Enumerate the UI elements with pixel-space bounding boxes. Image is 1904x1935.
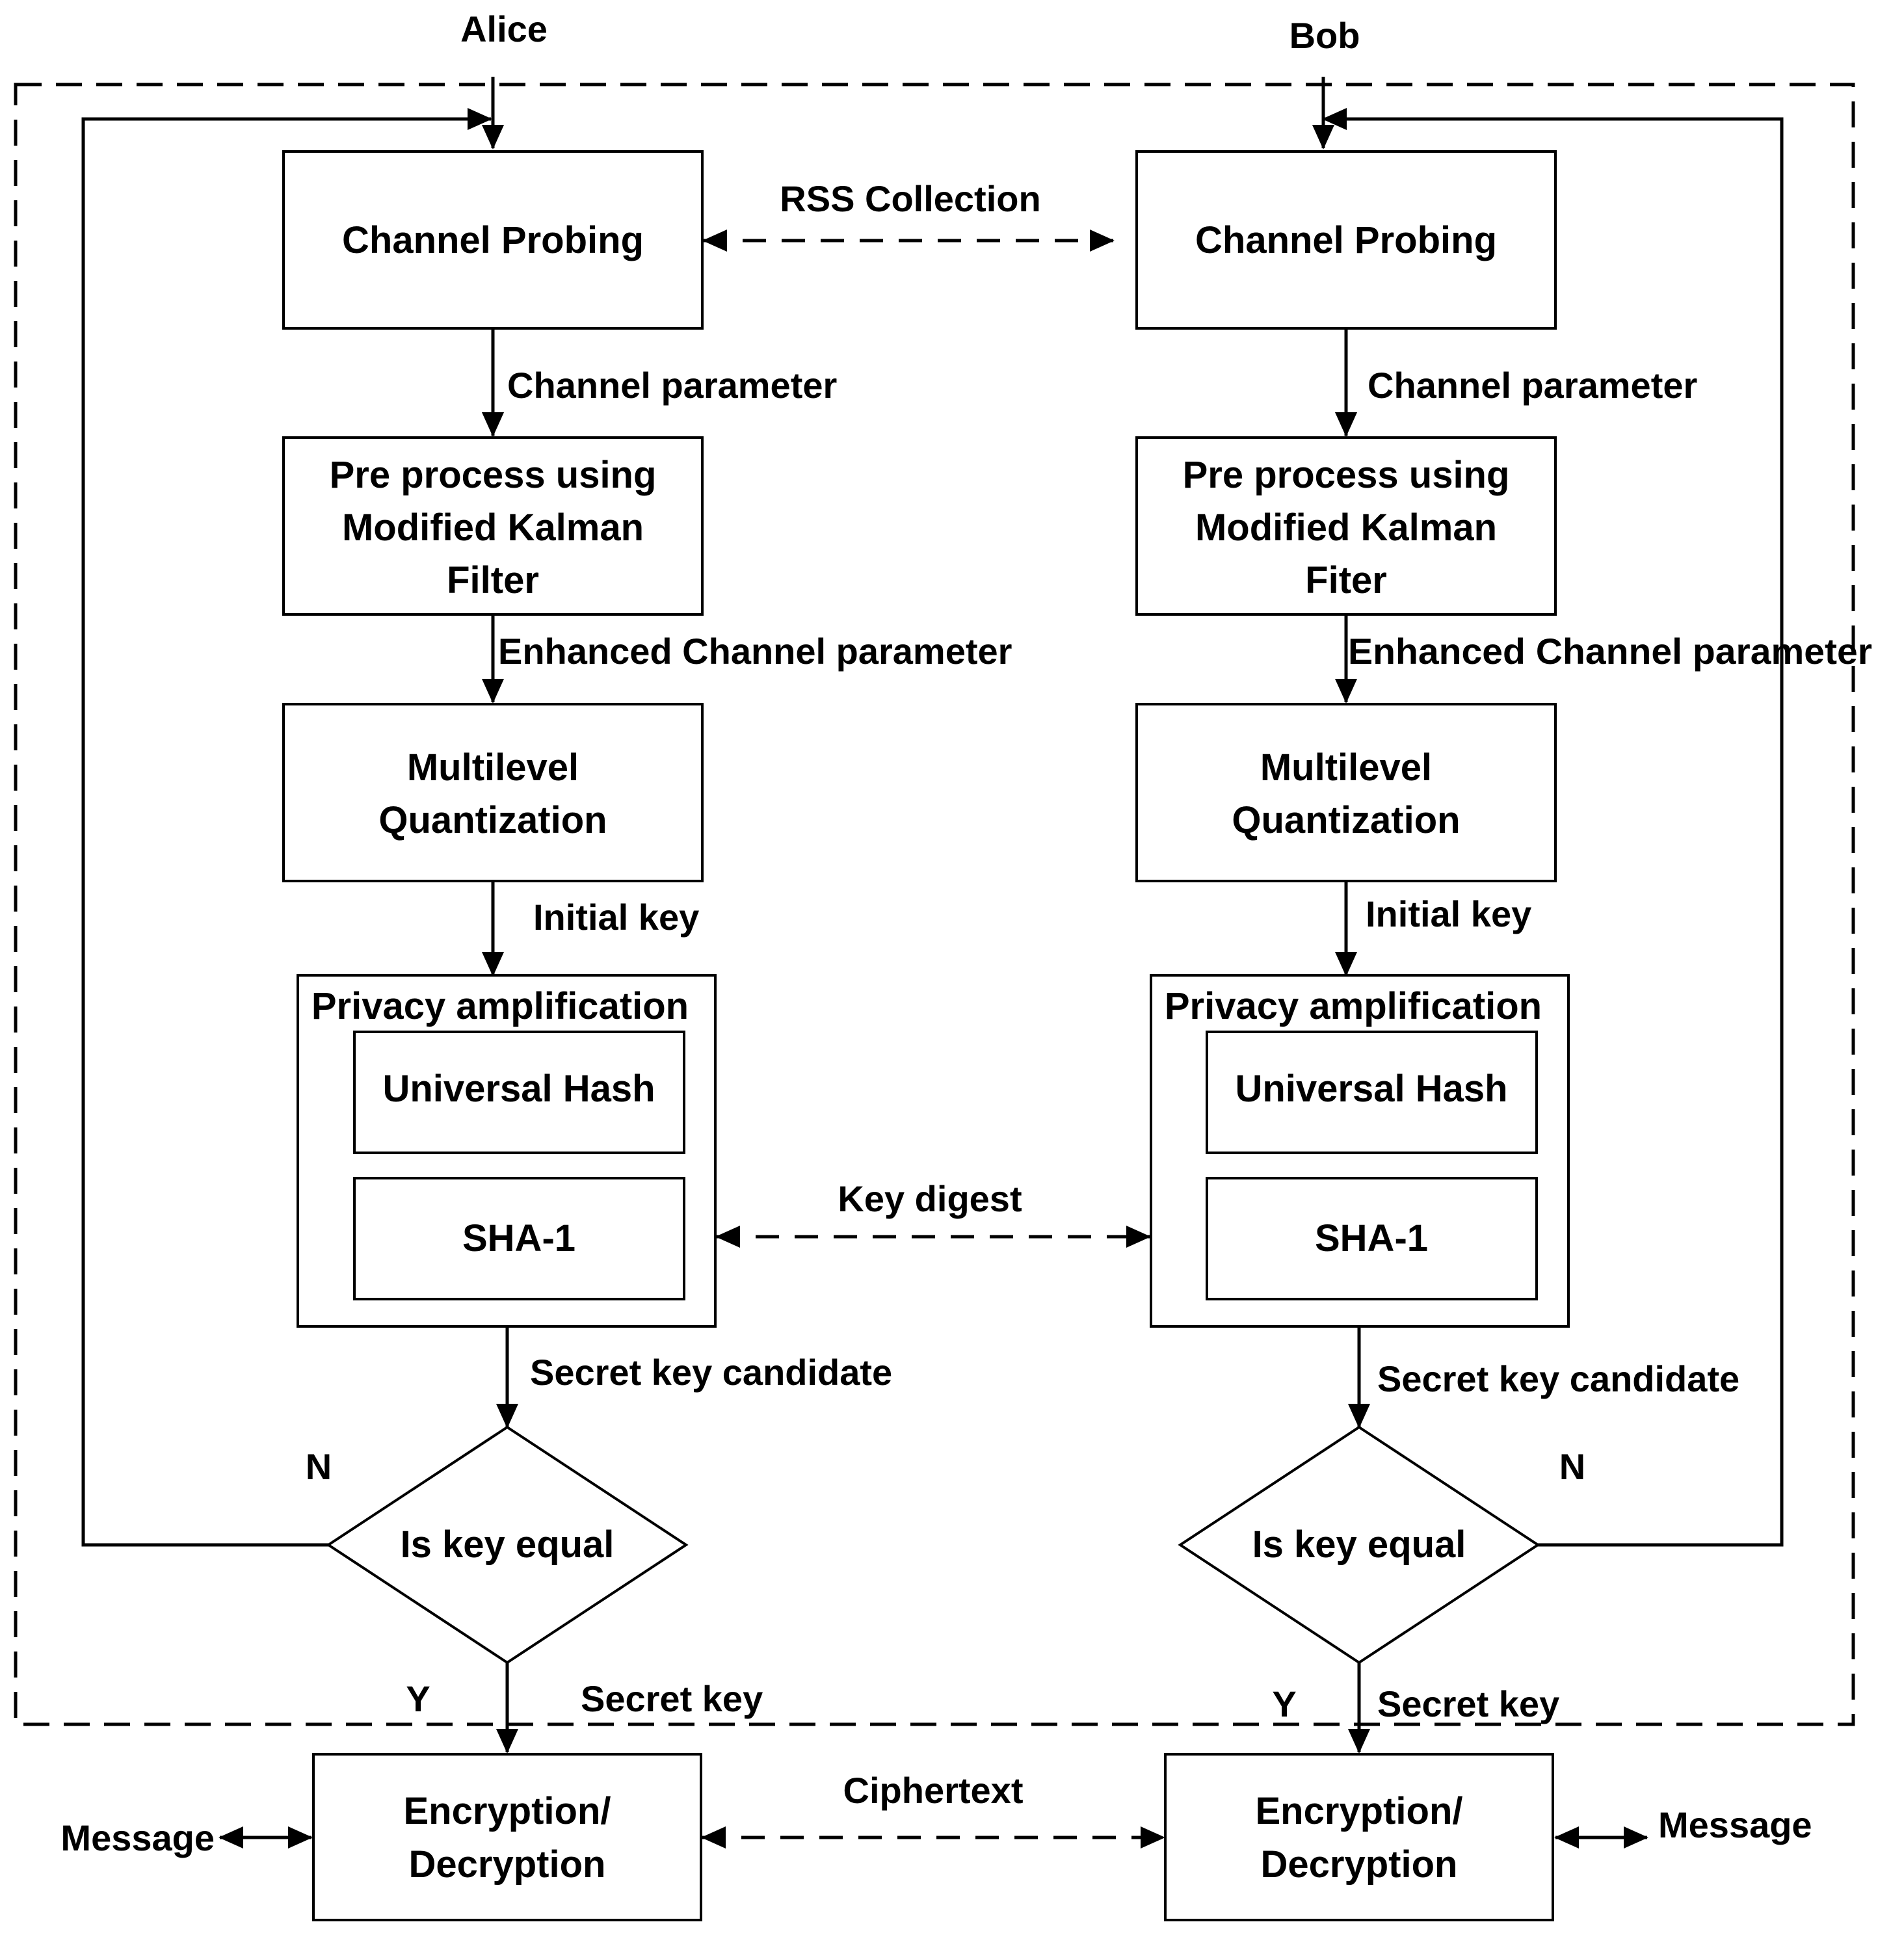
bob-channel-parameter-label: Channel parameter [1368, 365, 1697, 406]
alice-preprocess-line1: Pre process using [330, 454, 657, 496]
key-generation-boundary [14, 83, 1855, 1726]
bob-no-label: N [1559, 1446, 1585, 1487]
alice-yes-label: Y [406, 1678, 430, 1719]
bob-message-label: Message [1658, 1804, 1812, 1845]
alice-channel-probing-text: Channel Probing [342, 219, 644, 261]
bob-candidate-label: Secret key candidate [1377, 1358, 1739, 1399]
bob-yes-label: Y [1272, 1683, 1296, 1724]
bob-encryption-line1: Encryption/ [1255, 1790, 1462, 1832]
alice-retry-loop [81, 107, 492, 1547]
alice-channel-probing-box [282, 150, 704, 330]
alice-channel-parameter-label: Channel parameter [507, 365, 837, 406]
alice-sha1-box [353, 1177, 685, 1300]
bob-sha1-text: SHA-1 [1315, 1217, 1428, 1259]
bob-enhanced-parameter-label: Enhanced Channel parameter [1348, 631, 1872, 672]
alice-sha1-text: SHA-1 [462, 1217, 575, 1259]
bob-quantization-line1: Multilevel [1260, 746, 1432, 789]
bob-preprocess-line2: Modified Kalman [1195, 507, 1497, 549]
alice-enhanced-parameter-label: Enhanced Channel parameter [498, 631, 1012, 672]
alice-encryption-line2: Decryption [409, 1843, 606, 1886]
bob-secret-key-label: Secret key [1377, 1683, 1559, 1724]
alice-quantization-line1: Multilevel [407, 746, 579, 789]
bob-preprocess-line1: Pre process using [1183, 454, 1510, 496]
bob-preprocess-line3: Fiter [1305, 559, 1387, 601]
ciphertext-label: Ciphertext [843, 1770, 1024, 1811]
bob-column: Channel Probing Channel parameter Pre pr… [1135, 77, 1872, 1921]
alice-decision-text: Is key equal [401, 1523, 615, 1566]
key-digest-label: Key digest [838, 1178, 1022, 1219]
alice-universal-hash-text: Universal Hash [382, 1068, 655, 1110]
alice-privacy-amplification-title: Privacy amplification [311, 985, 689, 1027]
bob-preprocess-box [1135, 436, 1557, 616]
alice-quantization-line2: Quantization [378, 799, 607, 841]
alice-initial-key-label: Initial key [533, 897, 699, 938]
alice-encryption-line1: Encryption/ [403, 1790, 611, 1832]
bob-label: Bob [1289, 15, 1360, 56]
bob-channel-probing-text: Channel Probing [1195, 219, 1497, 261]
bob-quantization-box [1135, 703, 1557, 882]
bob-sha1-box [1206, 1177, 1538, 1300]
bob-retry-loop [1322, 107, 1784, 1547]
bob-encryption-line2: Decryption [1261, 1843, 1458, 1886]
alice-secret-key-label: Secret key [581, 1678, 763, 1719]
alice-column: Channel Probing Channel parameter Pre pr… [60, 77, 1012, 1921]
bob-channel-probing-box [1135, 150, 1557, 330]
bob-privacy-amplification-title: Privacy amplification [1165, 985, 1542, 1027]
alice-quantization-box [282, 703, 704, 882]
alice-preprocess-line3: Filter [447, 559, 539, 601]
alice-candidate-label: Secret key candidate [530, 1352, 892, 1393]
bob-quantization-line2: Quantization [1232, 799, 1460, 841]
alice-label: Alice [460, 8, 548, 49]
alice-message-label: Message [60, 1817, 215, 1858]
alice-universal-hash-box [353, 1031, 685, 1154]
alice-no-label: N [306, 1446, 332, 1487]
alice-preprocess-line2: Modified Kalman [342, 507, 644, 549]
bob-initial-key-label: Initial key [1366, 893, 1531, 934]
alice-encryption-box [312, 1753, 702, 1921]
rss-collection-label: RSS Collection [780, 178, 1040, 219]
bob-universal-hash-box [1206, 1031, 1538, 1154]
bob-encryption-box [1164, 1753, 1554, 1921]
bob-universal-hash-text: Universal Hash [1235, 1068, 1507, 1110]
bob-decision-text: Is key equal [1252, 1523, 1466, 1566]
